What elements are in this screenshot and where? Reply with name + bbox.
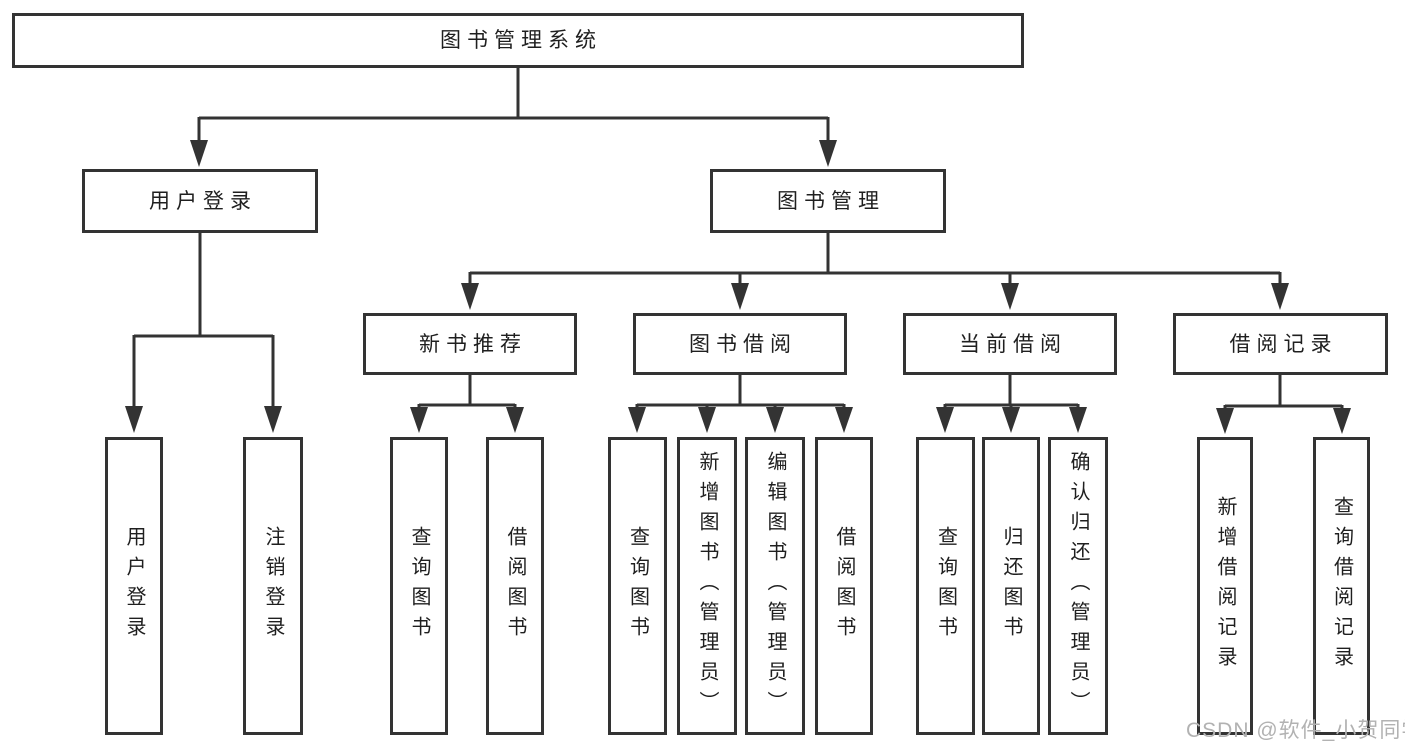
node-user-login-label: 用户登录 xyxy=(149,189,257,213)
node-current-borrow-label: 当前借阅 xyxy=(959,332,1067,356)
leaf-records-query: 查询借阅记录 xyxy=(1313,437,1370,735)
node-current-borrow: 当前借阅 xyxy=(903,313,1117,375)
leaf-logout-label: 注销登录 xyxy=(262,526,284,646)
node-new-book-recommend-label: 新书推荐 xyxy=(419,332,527,356)
node-book-management: 图书管理 xyxy=(710,169,946,233)
leaf-current-return: 归还图书 xyxy=(982,437,1040,735)
leaf-borrow-add-label: 新增图书（管理员） xyxy=(696,451,718,721)
leaf-records-query-label: 查询借阅记录 xyxy=(1330,496,1353,676)
node-user-login: 用户登录 xyxy=(82,169,318,233)
leaf-newbooks-query-label: 查询图书 xyxy=(408,526,430,646)
leaf-current-confirm-return-label: 确认归还（管理员） xyxy=(1067,451,1089,721)
leaf-borrow-borrow: 借阅图书 xyxy=(815,437,873,735)
leaf-newbooks-borrow-label: 借阅图书 xyxy=(504,526,526,646)
node-borrow-records-label: 借阅记录 xyxy=(1229,332,1338,356)
leaf-current-query: 查询图书 xyxy=(916,437,975,735)
leaf-newbooks-query: 查询图书 xyxy=(390,437,448,735)
leaf-records-add: 新增借阅记录 xyxy=(1197,437,1253,735)
leaf-records-add-label: 新增借阅记录 xyxy=(1214,496,1236,676)
leaf-borrow-edit-label: 编辑图书（管理员） xyxy=(764,451,786,721)
node-new-book-recommend: 新书推荐 xyxy=(363,313,577,375)
node-book-management-label: 图书管理 xyxy=(777,189,885,213)
leaf-user-login-label: 用户登录 xyxy=(123,526,145,646)
leaf-logout: 注销登录 xyxy=(243,437,303,735)
leaf-borrow-query: 查询图书 xyxy=(608,437,667,735)
node-book-borrow: 图书借阅 xyxy=(633,313,847,375)
leaf-borrow-borrow-label: 借阅图书 xyxy=(833,526,855,646)
node-library-system-label: 图书管理系统 xyxy=(440,29,602,52)
leaf-current-confirm-return: 确认归还（管理员） xyxy=(1048,437,1108,735)
leaf-current-return-label: 归还图书 xyxy=(1000,526,1022,646)
leaf-borrow-edit: 编辑图书（管理员） xyxy=(745,437,805,735)
leaf-user-login: 用户登录 xyxy=(105,437,163,735)
leaf-borrow-add: 新增图书（管理员） xyxy=(677,437,737,735)
node-borrow-records: 借阅记录 xyxy=(1173,313,1388,375)
leaf-borrow-query-label: 查询图书 xyxy=(626,526,649,646)
csdn-watermark: CSDN @软件_小贺同学 xyxy=(1186,719,1405,742)
leaf-newbooks-borrow: 借阅图书 xyxy=(486,437,544,735)
node-library-system: 图书管理系统 xyxy=(12,13,1024,68)
leaf-current-query-label: 查询图书 xyxy=(934,526,957,646)
node-book-borrow-label: 图书借阅 xyxy=(689,332,797,356)
